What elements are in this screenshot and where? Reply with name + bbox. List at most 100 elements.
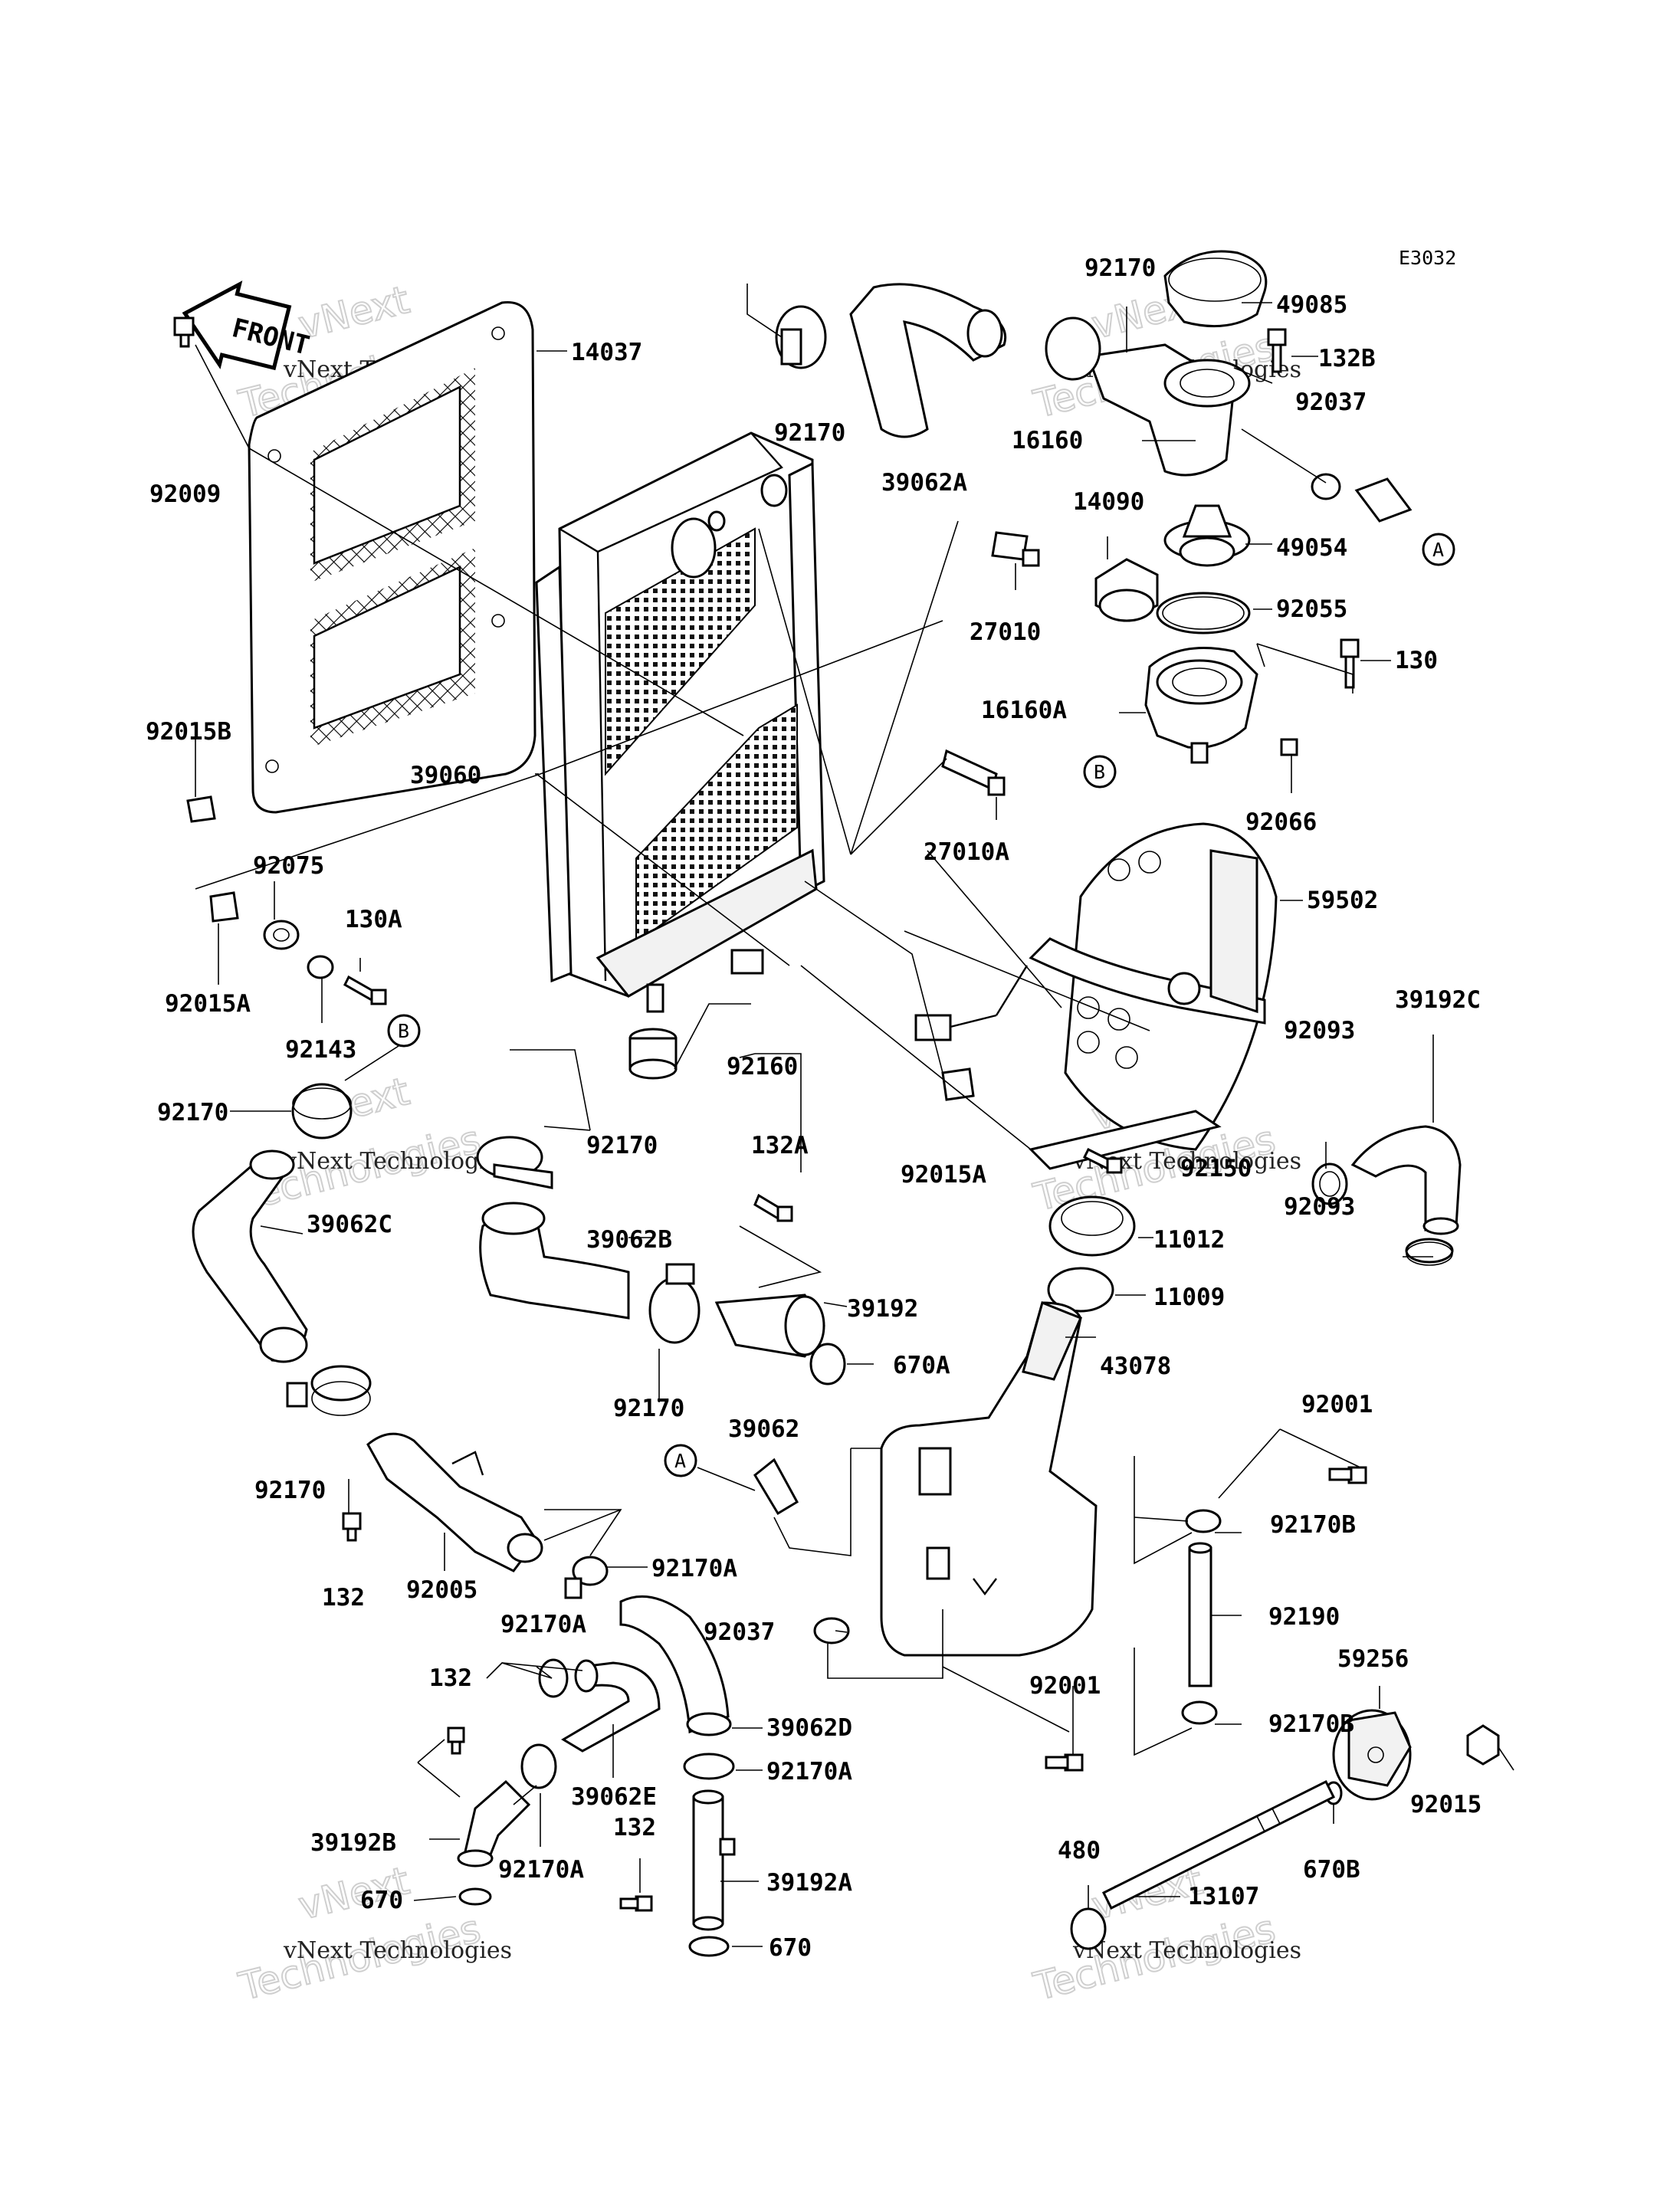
leader-lines xyxy=(195,284,1514,1947)
label-92093-lower: 92093 xyxy=(1284,1193,1355,1221)
label-92150: 92150 xyxy=(1180,1155,1252,1182)
clip-92037-lower xyxy=(813,1617,850,1644)
hose-39062E xyxy=(561,1659,661,1753)
hose-39062C xyxy=(192,1149,308,1363)
label-132-c: 132 xyxy=(613,1814,656,1841)
grommet-92160 xyxy=(628,1028,678,1080)
svg-text:vNext Technologies: vNext Technologies xyxy=(283,1937,512,1964)
label-670-right: 670 xyxy=(769,1934,812,1962)
label-92170-top: 92170 xyxy=(774,419,845,447)
bolt-132-b xyxy=(447,1726,465,1755)
radiator-screen xyxy=(248,300,536,814)
label-92001-upper: 92001 xyxy=(1301,1391,1373,1418)
label-92066: 92066 xyxy=(1245,808,1317,836)
label-11009: 11009 xyxy=(1153,1284,1225,1311)
label-130: 130 xyxy=(1395,647,1438,674)
label-92015A-left: 92015A xyxy=(165,990,251,1018)
label-92001-lower: 92001 xyxy=(1029,1672,1101,1700)
label-14090: 14090 xyxy=(1073,488,1144,516)
elbow-39192C xyxy=(1350,1125,1462,1235)
reservoir-tank xyxy=(880,1300,1098,1657)
label-16160A: 16160A xyxy=(981,697,1067,724)
clamp-92170A-c xyxy=(683,1753,735,1780)
label-13107: 13107 xyxy=(1188,1883,1259,1910)
hose-39062D xyxy=(619,1595,732,1736)
bolt-130A xyxy=(343,975,387,1005)
filler-neck-16160 xyxy=(1045,316,1251,477)
label-39062E: 39062E xyxy=(571,1783,657,1811)
clamp-92170A-b xyxy=(538,1658,569,1698)
hose-39062A xyxy=(849,283,1006,438)
label-92015A-right: 92015A xyxy=(901,1161,986,1189)
label-27010A: 27010A xyxy=(924,838,1009,866)
sensor-27010 xyxy=(991,531,1040,567)
label-14037: 14037 xyxy=(571,339,642,366)
clamp-92170A-a xyxy=(564,1556,609,1599)
clamp-92170-center xyxy=(476,1136,553,1189)
collar-92143 xyxy=(307,955,334,979)
svg-text:A: A xyxy=(674,1450,686,1472)
ref-marker-a-mid: A xyxy=(664,1444,697,1477)
shaft-13107 xyxy=(1101,1779,1336,1910)
hose-39062B xyxy=(479,1202,630,1320)
ring-92093-upper xyxy=(1311,1162,1348,1205)
label-92160: 92160 xyxy=(727,1053,798,1080)
sensor-27010A xyxy=(941,749,1006,796)
nut-14090 xyxy=(1094,558,1159,622)
svg-text:B: B xyxy=(1094,761,1105,783)
label-92055: 92055 xyxy=(1276,595,1347,623)
label-49085: 49085 xyxy=(1276,291,1347,319)
label-39062A: 39062A xyxy=(881,469,967,497)
clamp-92170A-d xyxy=(520,1743,557,1789)
bolt-132-c xyxy=(619,1895,653,1912)
label-92170B-upper: 92170B xyxy=(1270,1511,1356,1539)
label-16160: 16160 xyxy=(1012,427,1083,454)
label-132A: 132A xyxy=(751,1132,809,1159)
hose-segment-A xyxy=(1354,477,1413,523)
label-92190: 92190 xyxy=(1268,1603,1340,1631)
clip-92037-top xyxy=(1311,473,1341,500)
label-39062C: 39062C xyxy=(307,1211,392,1238)
thermostat-49054 xyxy=(1163,504,1251,567)
label-670-left: 670 xyxy=(360,1887,403,1914)
label-92170-lowerleft: 92170 xyxy=(254,1477,326,1504)
svg-text:B: B xyxy=(398,1020,409,1042)
radiator xyxy=(535,431,825,1013)
bolt-130 xyxy=(1340,638,1360,689)
label-92170-left: 92170 xyxy=(157,1099,228,1126)
label-92170-mid: 92170 xyxy=(613,1395,684,1422)
radiator-cap-49085 xyxy=(1163,250,1268,328)
label-59256: 59256 xyxy=(1337,1645,1409,1673)
clamp-92170B-upper xyxy=(1185,1509,1222,1533)
label-92143: 92143 xyxy=(285,1036,356,1064)
hose-39062 xyxy=(753,1458,799,1516)
label-59502: 59502 xyxy=(1307,887,1378,914)
label-132-b: 132 xyxy=(429,1664,472,1692)
gasket-11009 xyxy=(1047,1267,1114,1313)
nut-92015 xyxy=(1466,1724,1500,1766)
bolt-132A xyxy=(753,1193,793,1222)
thermostat-housing-16160A xyxy=(1144,647,1258,764)
grommet-92075 xyxy=(263,920,300,950)
clip-92015A xyxy=(209,891,239,923)
label-670A: 670A xyxy=(893,1352,950,1379)
label-39062B: 39062B xyxy=(586,1226,672,1254)
pipe-92005 xyxy=(366,1432,543,1572)
label-92015B: 92015B xyxy=(146,718,231,746)
o-ring-670-right xyxy=(688,1936,730,1957)
label-92037-lower: 92037 xyxy=(704,1618,775,1646)
clamp-92170-lowerleft xyxy=(286,1365,372,1416)
label-92170-top-right: 92170 xyxy=(1084,254,1156,282)
circlip-480 xyxy=(1070,1907,1107,1950)
bolt-92001-lower xyxy=(1045,1753,1084,1772)
impeller-59256 xyxy=(1332,1709,1412,1801)
label-92093-upper: 92093 xyxy=(1284,1017,1355,1044)
label-43078: 43078 xyxy=(1100,1353,1171,1380)
o-ring-92055 xyxy=(1156,592,1251,635)
label-92075: 92075 xyxy=(253,852,324,880)
ref-marker-b-top: B xyxy=(1083,755,1117,789)
bolt-132-a xyxy=(342,1512,362,1542)
label-92170A-b: 92170A xyxy=(500,1611,586,1638)
label-39192B: 39192B xyxy=(310,1829,396,1857)
label-39192C: 39192C xyxy=(1395,986,1481,1014)
